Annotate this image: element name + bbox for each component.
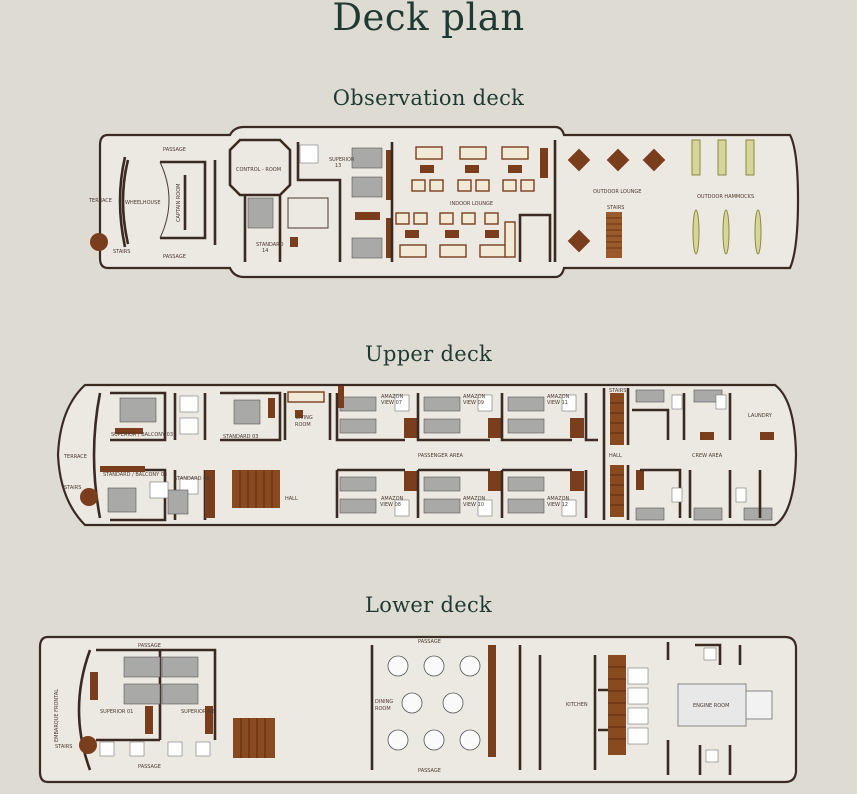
label-standard-14: STANDARD	[256, 242, 284, 248]
observation-deck-title: Observation deck	[332, 86, 525, 110]
label-superior-02: SUPERIOR 02	[181, 709, 214, 715]
label-control-room: CONTROL - ROOM	[236, 167, 281, 173]
indoor-lounge-furniture	[395, 146, 552, 262]
spiral-stairs-icon	[80, 488, 98, 506]
label-stairs: STAIRS	[55, 744, 72, 750]
label-embarque-frontal: EMBARQUE FRONTAL	[54, 689, 60, 742]
label-laundry: LAUNDRY	[748, 413, 773, 419]
label-standard-06: STANDARD 06	[174, 476, 209, 482]
outdoor-hammocks	[691, 139, 762, 255]
label-amazon-view-09-b: VIEW 09	[463, 400, 484, 406]
label-captain-room: CAPTAIN ROOM	[176, 184, 182, 222]
label-kitchen: KITCHEN	[566, 702, 588, 708]
label-passenger-area: PASSENGER AREA	[418, 453, 464, 459]
label-outdoor-hammocks: OUTDOOR HAMMOCKS	[697, 194, 754, 200]
amazon-view-cabins-bottom	[335, 468, 588, 518]
label-passage: PASSAGE	[163, 254, 186, 260]
label-amazon-view-12-b: VIEW 12	[547, 502, 568, 508]
dining-tables	[387, 655, 481, 751]
label-superior-13: SUPERIOR	[329, 157, 355, 163]
upper-deck-title: Upper deck	[364, 342, 493, 366]
upper-deck-plan: SUPERIOR / BALCONY 03 STANDARD 03 TERRAC…	[56, 383, 798, 527]
label-hall: HALL	[609, 453, 622, 459]
label-passage: PASSAGE	[418, 768, 441, 774]
label-stairs: STAIRS	[607, 205, 624, 211]
label-passage: PASSAGE	[138, 643, 161, 649]
label-passage: PASSAGE	[163, 147, 186, 153]
label-standard-balcony-04: STANDARD / BALCONY 04	[103, 472, 167, 478]
lower-deck-title: Lower deck	[364, 593, 493, 617]
label-amazon-view-08-b: VIEW 08	[380, 502, 401, 508]
spiral-stairs-icon	[90, 233, 108, 251]
label-crew-area: CREW AREA	[692, 453, 723, 459]
label-indoor-lounge: INDOOR LOUNGE	[450, 201, 493, 207]
amazon-view-cabins-top	[335, 386, 598, 442]
label-amazon-view-07-b: VIEW 07	[381, 400, 402, 406]
label-amazon-view-08: AMAZON	[381, 496, 404, 502]
label-amazon-view-11: AMAZON	[547, 394, 570, 400]
label-standard-03: STANDARD 03	[223, 434, 258, 440]
label-stairs: STAIRS	[113, 249, 130, 255]
label-amazon-view-07: AMAZON	[381, 394, 404, 400]
label-terrace: TERRACE	[88, 198, 112, 204]
label-amazon-view-12: AMAZON	[547, 496, 570, 502]
spiral-stairs-icon	[79, 736, 97, 754]
label-amazon-view-10: AMAZON	[463, 496, 486, 502]
label-amazon-view-10-b: VIEW 10	[463, 502, 484, 508]
label-passage: PASSAGE	[418, 639, 441, 645]
label-standard-14-number: 14	[262, 248, 268, 254]
label-superior-balcony-03: SUPERIOR / BALCONY 03	[111, 432, 173, 438]
page-title: Deck plan	[332, 0, 525, 39]
label-living-room-b: ROOM	[295, 422, 311, 428]
crew-area-cabins	[632, 389, 774, 521]
label-engine-room: ENGINE ROOM	[693, 703, 729, 709]
label-outdoor-lounge: OUTDOOR LOUNGE	[593, 189, 641, 195]
label-amazon-view-11-b: VIEW 11	[547, 400, 568, 406]
label-stairs: STAIRS	[64, 485, 81, 491]
label-passage: PASSAGE	[138, 764, 161, 770]
observation-deck-plan: PASSAGE PASSAGE TERRACE WHEELHOUSE CAPTA…	[88, 125, 800, 279]
label-dining-room: DINING	[375, 699, 393, 705]
label-wheelhouse: WHEELHOUSE	[125, 200, 161, 206]
label-dining-room-b: ROOM	[375, 706, 391, 712]
label-living-room: LIVING	[296, 415, 313, 421]
label-superior-01: SUPERIOR 01	[100, 709, 133, 715]
label-hall: HALL	[285, 496, 298, 502]
label-stairs: STAIRS	[609, 388, 626, 394]
lower-deck-plan: PASSAGE PASSAGE PASSAGE PASSAGE EMBARQUE…	[38, 635, 798, 784]
label-terrace: TERRACE	[63, 454, 87, 460]
label-amazon-view-09: AMAZON	[463, 394, 486, 400]
label-superior-13-number: 13	[335, 163, 341, 169]
